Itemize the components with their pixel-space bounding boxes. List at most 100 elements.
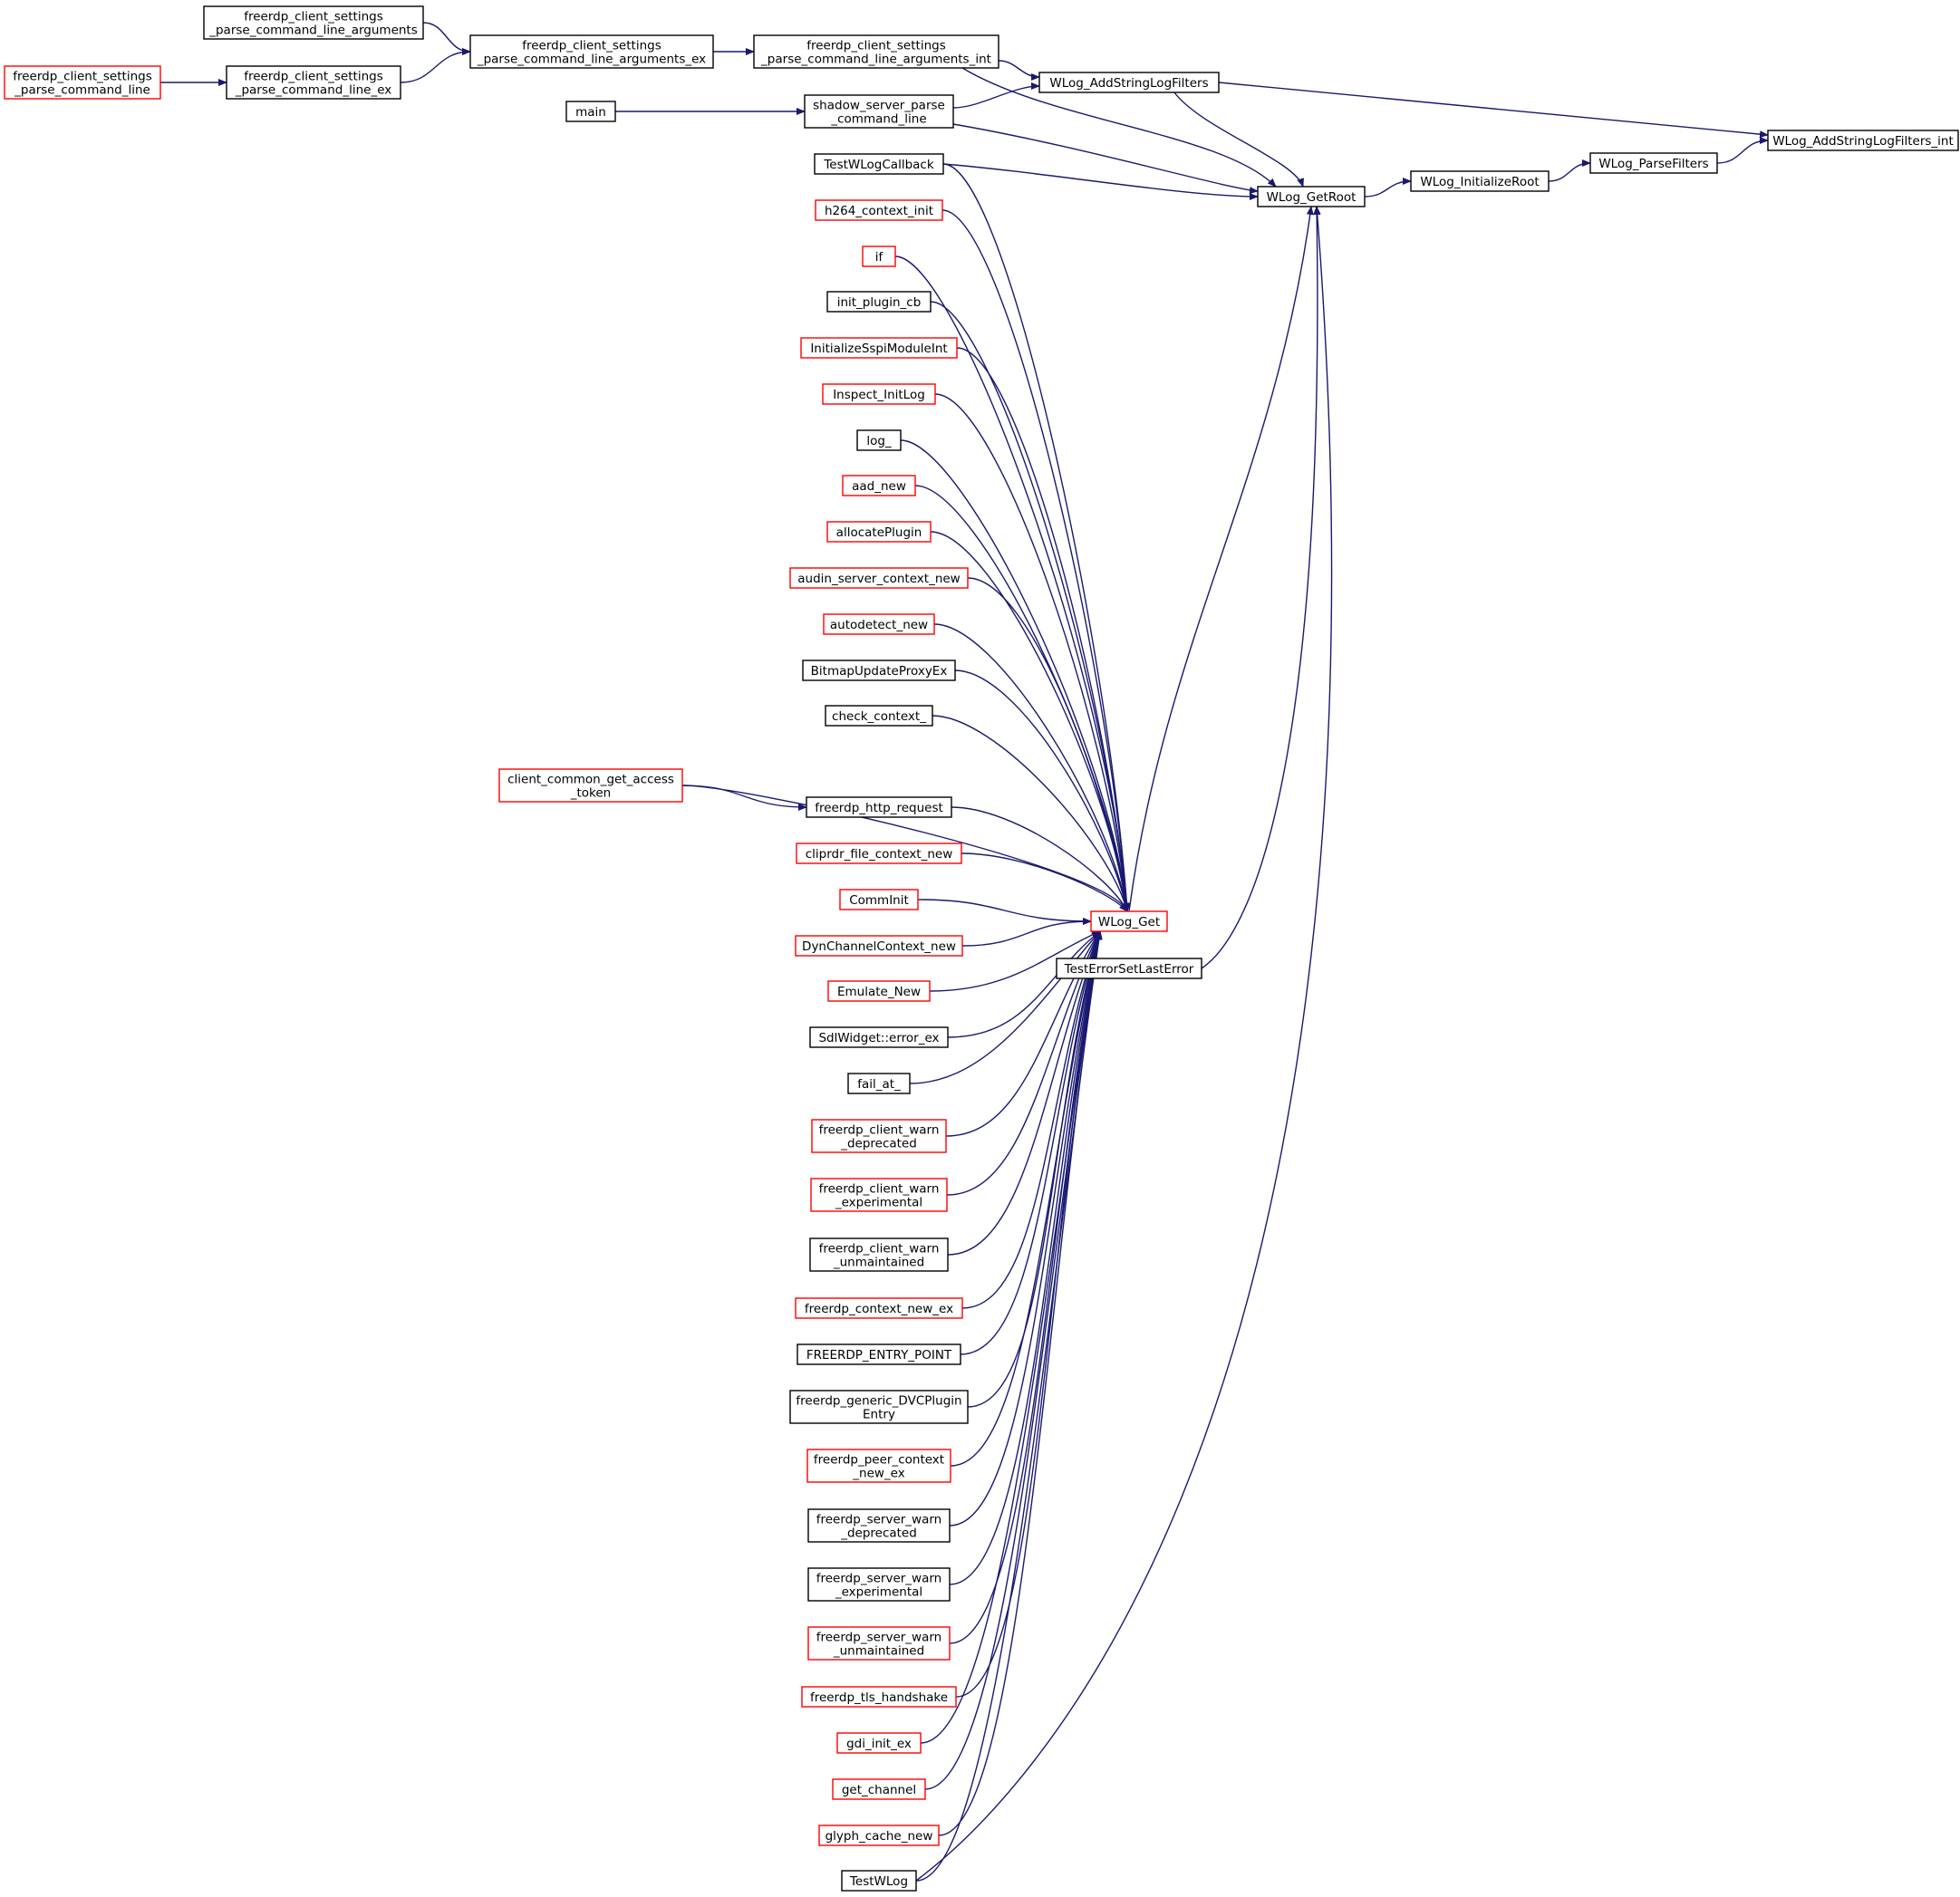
edge-log_-to-wlogget [900,439,1130,912]
node-box [801,1686,957,1708]
node-peerctx[interactable]: freerdp_peer_context_new_ex [806,1449,951,1483]
node-fsw_exp[interactable]: freerdp_server_warn_experimental [807,1567,951,1602]
node-log_[interactable]: log_ [856,429,902,451]
node-glyph[interactable]: glyph_cache_new [818,1825,940,1846]
node-wlogget[interactable]: WLog_Get [1090,910,1168,932]
node-box [469,34,714,69]
node-box [856,429,902,451]
node-box [804,94,954,129]
node-label: _parse_command_line_arguments_ex [477,53,706,67]
node-tls[interactable]: freerdp_tls_handshake [801,1686,957,1708]
edge-tls-to-wlogget [955,930,1103,1698]
node-fcspcla_int[interactable]: freerdp_client_settings_parse_command_li… [753,34,999,69]
node-failat[interactable]: fail_at_ [847,1073,911,1094]
node-box [810,1178,948,1212]
node-testerror[interactable]: TestErrorSetLastError [1056,958,1202,979]
node-box [789,567,969,589]
node-label: _new_ex [852,1467,904,1481]
node-box [1090,910,1168,932]
node-label: freerdp_client_warn [819,1123,940,1138]
node-box [806,796,952,818]
node-bitmap[interactable]: BitmapUpdateProxyEx [802,660,956,681]
node-box [1410,170,1550,192]
node-label: WLog_AddStringLogFilters_int [1772,134,1954,149]
edge-bitmap-to-wlogget [954,669,1130,912]
node-label: _parse_command_line_arguments [208,24,418,38]
node-sdlwidget[interactable]: SdlWidget::error_ex [809,1026,949,1048]
node-box [1257,186,1366,207]
edge-addstring-to-getroot [1173,91,1304,188]
node-label: cliprdr_file_context_new [806,847,953,862]
node-dynchannel[interactable]: DynChannelContext_new [795,935,963,957]
node-shadow[interactable]: shadow_server_parse_command_line [804,94,954,129]
node-box [818,1825,940,1846]
node-label: CommInit [849,893,909,908]
node-main[interactable]: main [565,101,616,122]
edge-gdiinit-to-wlogget [920,930,1103,1744]
edge-h264-to-wlogget [941,209,1131,912]
node-box [802,660,956,681]
node-getchannel[interactable]: get_channel [832,1778,926,1800]
node-emulate[interactable]: Emulate_New [827,980,931,1002]
node-box [1056,958,1202,979]
node-testwlogcb[interactable]: TestWLogCallback [814,153,944,175]
edge-checkctx-to-wlogget [932,715,1129,912]
node-autodetect[interactable]: autodetect_new [823,613,935,635]
node-box [842,475,916,496]
node-allocplugin[interactable]: allocatePlugin [826,521,932,543]
node-label: shadow_server_parse [813,99,945,113]
node-fcspcl[interactable]: freerdp_client_settings_parse_command_li… [4,65,161,100]
edge-aadnew-to-wlogget [914,485,1130,912]
node-box [498,768,683,803]
node-comminit[interactable]: CommInit [839,889,919,910]
node-fsw_dep[interactable]: freerdp_server_warn_deprecated [807,1508,951,1543]
node-fcw_unm[interactable]: freerdp_client_warn_unmaintained [809,1237,949,1272]
node-fsw_unm[interactable]: freerdp_server_warn_unmaintained [807,1626,951,1661]
edge-dvcplugin-to-wlogget [967,930,1102,1408]
node-cliprdr[interactable]: cliprdr_file_context_new [796,843,962,864]
node-fcw_dep[interactable]: freerdp_client_warn_deprecated [811,1119,947,1153]
node-box [797,1343,961,1365]
node-initplugin[interactable]: init_plugin_cb [826,291,932,313]
node-label: BitmapUpdateProxyEx [811,664,948,679]
edge-addstring-to-target [1218,82,1769,139]
node-fcspcla_ex[interactable]: freerdp_client_settings_parse_command_li… [469,34,714,69]
node-initroot[interactable]: WLog_InitializeRoot [1410,170,1550,192]
node-audin[interactable]: audin_server_context_new [789,567,969,589]
node-label: WLog_GetRoot [1267,190,1357,205]
node-box [807,1626,951,1661]
edge-fcspcla_int-to-getroot [961,67,1277,188]
node-label: glyph_cache_new [826,1829,933,1844]
node-if[interactable]: if [862,246,896,267]
node-label: if [875,250,884,265]
node-gdiinit[interactable]: gdi_init_ex [836,1732,922,1754]
node-testwlog[interactable]: TestWLog [841,1870,917,1892]
node-fcspcl_ex[interactable]: freerdp_client_settings_parse_command_li… [226,65,401,100]
node-h264[interactable]: h264_context_init [815,199,943,221]
node-aadnew[interactable]: aad_new [842,475,916,496]
node-clientcommon[interactable]: client_common_get_access_token [498,768,683,803]
node-fcw_exp[interactable]: freerdp_client_warn_experimental [810,1178,948,1212]
node-inspect[interactable]: Inspect_InitLog [822,383,936,405]
node-checkctx[interactable]: check_context_ [825,705,933,727]
node-fcspcla[interactable]: freerdp_client_settings_parse_command_li… [203,5,424,40]
node-httpreq[interactable]: freerdp_http_request [806,796,952,818]
node-box [847,1073,911,1094]
node-addstring[interactable]: WLog_AddStringLogFilters [1038,72,1220,93]
node-entrypoint[interactable]: FREERDP_ENTRY_POINT [797,1343,961,1365]
node-label: freerdp_client_settings [13,70,151,84]
edge-testwlogcb-to-wlogget [942,163,1131,912]
node-box [1038,72,1220,93]
node-parsefilters[interactable]: WLog_ParseFilters [1589,152,1718,174]
node-box [822,383,936,405]
node-label: TestErrorSetLastError [1064,962,1194,977]
node-sspi[interactable]: InitializeSspiModuleInt [800,337,958,359]
node-target[interactable]: WLog_AddStringLogFilters_int [1767,130,1959,151]
node-label: _token [570,786,612,801]
node-label: freerdp_http_request [815,801,943,815]
node-getroot[interactable]: WLog_GetRoot [1257,186,1366,207]
edge-failat-to-wlogget [909,930,1101,1084]
node-ctxnewex[interactable]: freerdp_context_new_ex [795,1297,963,1319]
node-label: audin_server_context_new [797,572,960,586]
